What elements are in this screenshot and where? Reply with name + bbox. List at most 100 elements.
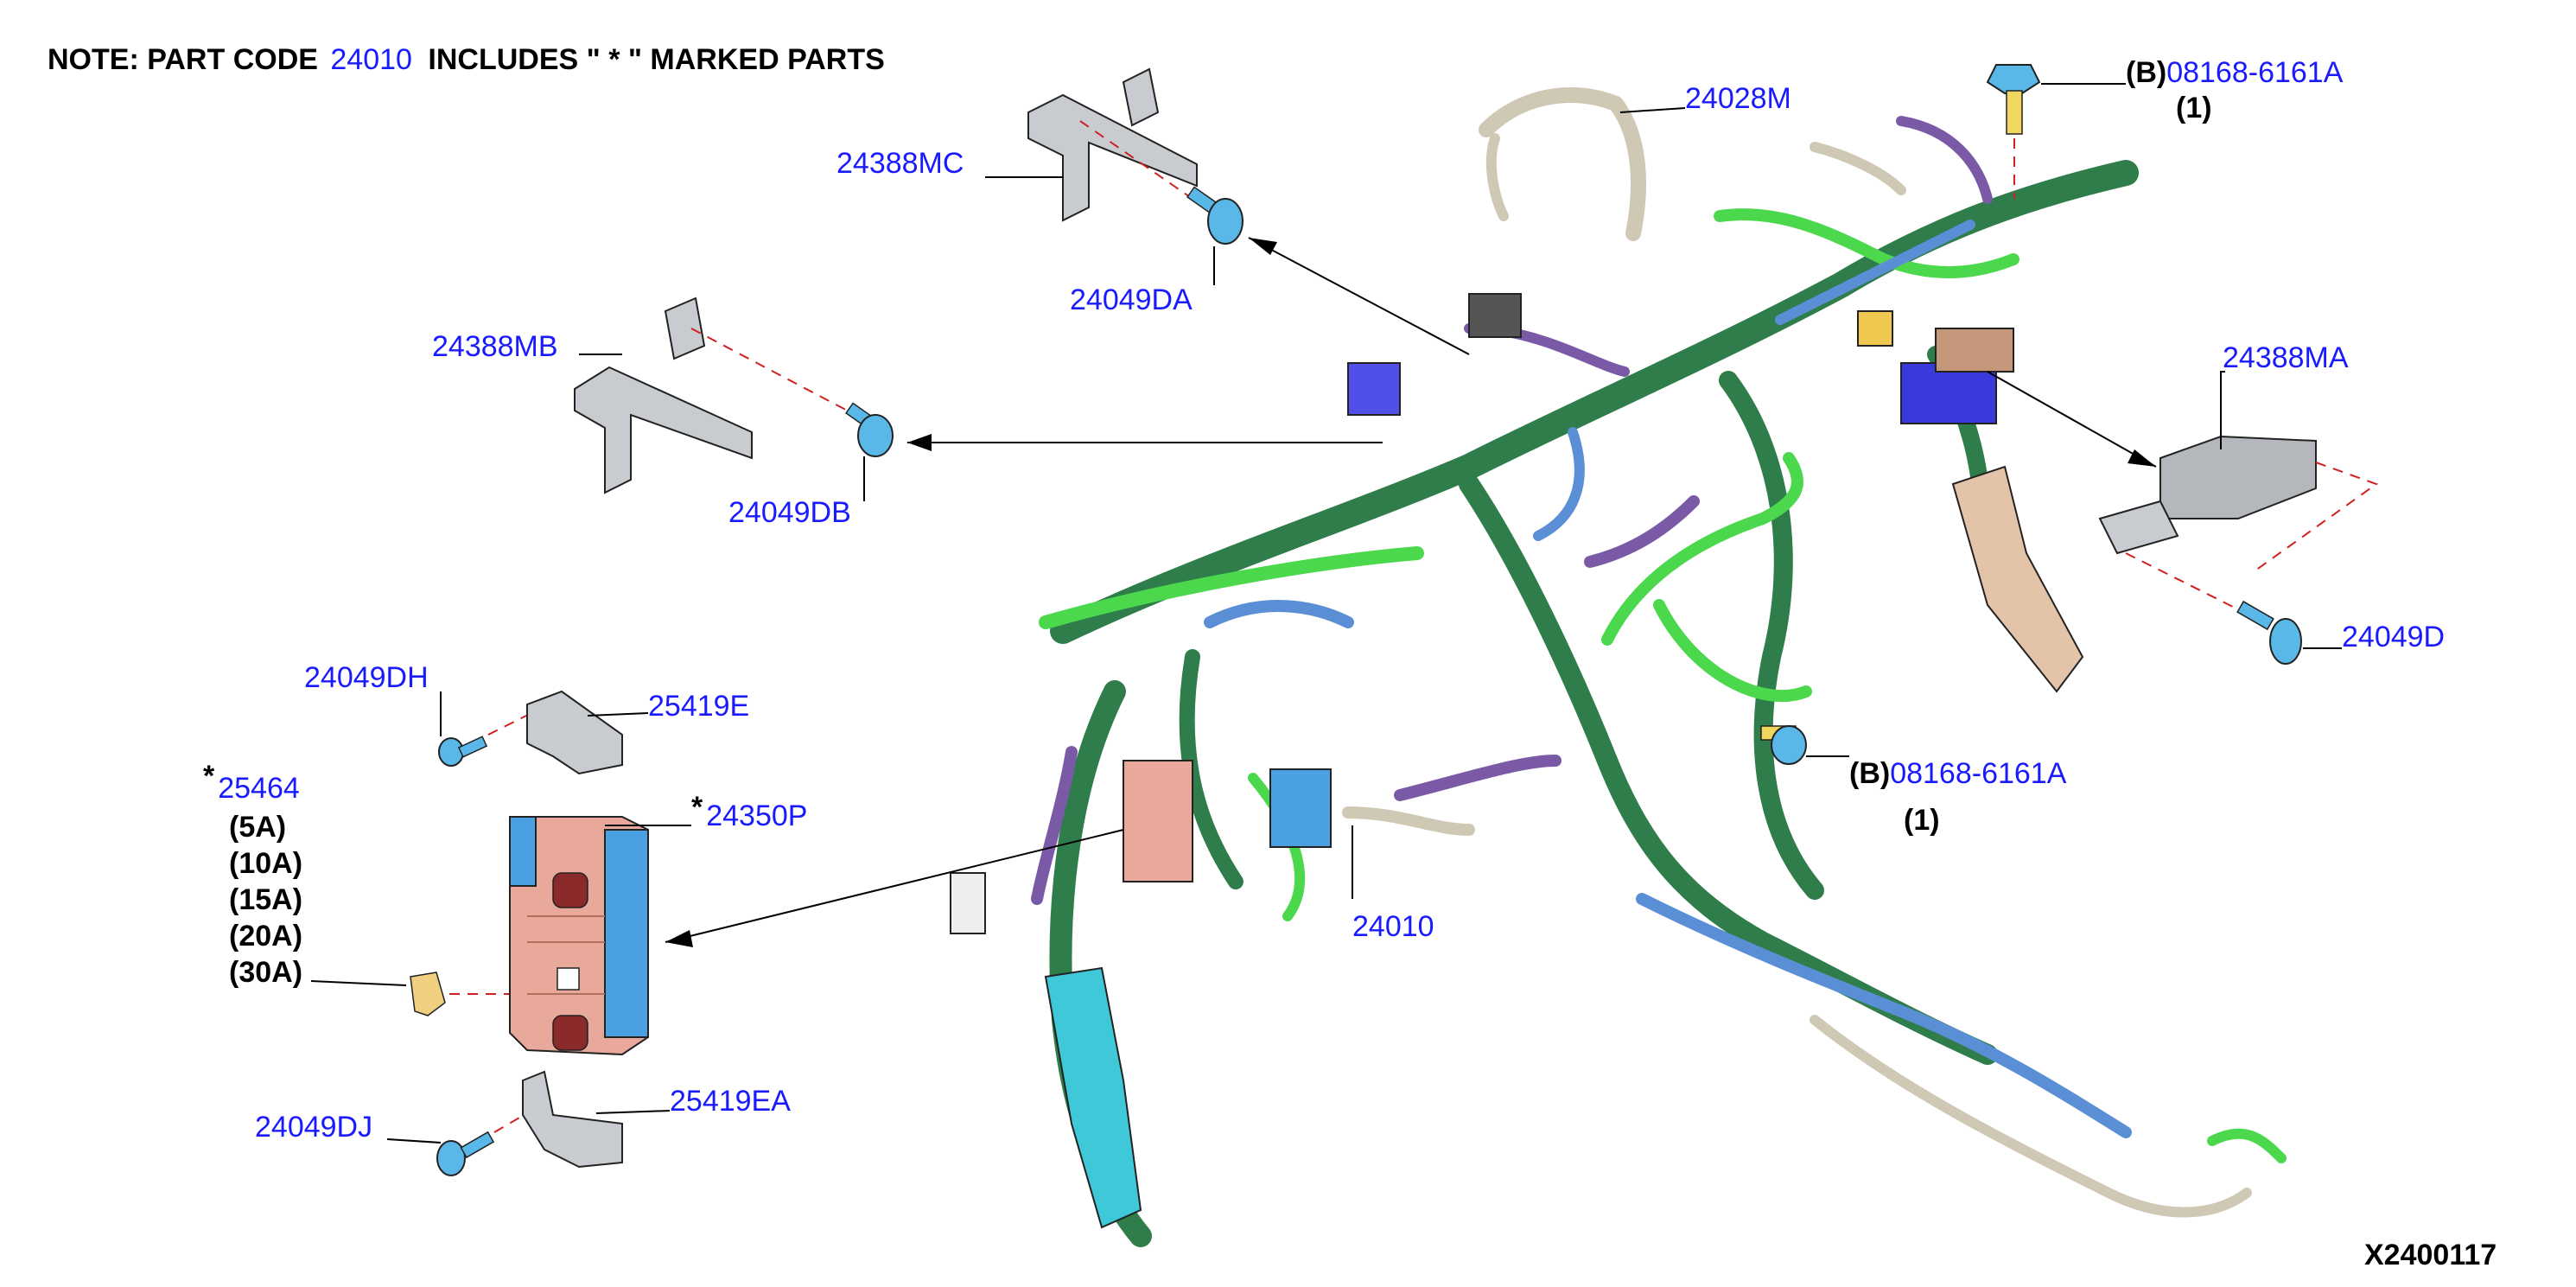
part-08168-6161A-top-link[interactable]: 08168-6161A: [2166, 56, 2344, 89]
purple-connector: [1347, 362, 1401, 416]
harness-tan-2: [1810, 1015, 2252, 1218]
note-suffix: INCLUDES " * " MARKED PARTS: [428, 43, 884, 76]
sub-harness-24028M: [1479, 87, 1686, 241]
harness-lg-top: [1714, 208, 2019, 278]
harness-purple-2: [1394, 755, 1562, 801]
fuse-rating-5a: (5A): [229, 811, 286, 844]
brown-module: [1935, 328, 2014, 373]
fuse-block-24350P-icon: [509, 816, 649, 1056]
white-connector: [950, 872, 986, 934]
arrow-24049DB-head: [907, 434, 932, 451]
harness-purple-1: [1584, 495, 1700, 568]
bracket-24388MA-body: [2159, 435, 2317, 519]
fuse-25464-icon: [410, 972, 446, 1016]
bolt-24049DH-icon: [438, 736, 488, 767]
bolt-08168-mid-icon: [1760, 725, 1807, 765]
leader-24388MA: [2220, 371, 2225, 449]
fuse-rating-list: (5A) (10A) (15A) (20A) (30A): [229, 811, 302, 989]
label-08168-mid: (B)08168-6161A: [1849, 757, 2067, 790]
dash-25419EA: [493, 1110, 532, 1133]
b-marker-mid: (B): [1849, 757, 1890, 790]
sub-harness-24028M-branch: [1485, 133, 1509, 221]
bolt-24049D-icon: [2236, 600, 2302, 665]
blue-junction-box: [1900, 362, 1997, 424]
harness-tan-3: [1810, 142, 1906, 195]
part-24388MB-link[interactable]: 24388MB: [432, 330, 558, 363]
harness-purple-5: [1031, 746, 1078, 905]
bracket-24388MA: [2098, 435, 2317, 555]
bolt-08168-top-icon: [1986, 64, 2041, 135]
bolt-24049DA-icon: [1186, 186, 1243, 245]
part-24049DA-link[interactable]: 24049DA: [1070, 284, 1193, 316]
dash-24388MA-right: [2255, 462, 2379, 571]
harness-tan-1: [1342, 806, 1475, 836]
main-wiring-harness: [950, 116, 2287, 1247]
leader-25419E: [587, 712, 649, 717]
dash-25419E: [487, 712, 532, 736]
harness-right-branch: [1719, 371, 1824, 900]
note-prefix: NOTE: PART CODE: [48, 43, 318, 76]
b-marker-top: (B): [2126, 56, 2166, 89]
label-08168-top: (B)08168-6161A: [2126, 56, 2344, 89]
part-24010-link[interactable]: 24010: [1352, 910, 1434, 943]
bracket-24388MC-body: [1027, 93, 1198, 222]
part-24388MC-link[interactable]: 24388MC: [836, 147, 964, 180]
harness-blue-2: [1636, 893, 2132, 1138]
part-25464-link[interactable]: 25464: [218, 772, 300, 805]
fuse-rating-20a: (20A): [229, 920, 302, 953]
bracket-25419E-icon: [526, 690, 623, 775]
leader-25419EA: [595, 1110, 671, 1114]
star-marker-25464: *: [203, 760, 215, 793]
diagram-id: X2400117: [2364, 1239, 2496, 1271]
harness-lg-mid: [1601, 452, 1803, 646]
part-24049DH-link[interactable]: 24049DH: [304, 661, 429, 694]
bracket-24388MB-tab: [664, 296, 706, 360]
part-08168-6161A-mid-link[interactable]: 08168-6161A: [1890, 757, 2067, 790]
fuse-rating-30a: (30A): [229, 956, 302, 989]
harness-lg-connector-loop: [1248, 773, 1305, 921]
arrow-24049DA-head: [1249, 238, 1277, 255]
bracket-24388MC-tab: [1122, 67, 1160, 127]
qty-08168-top: (1): [2176, 92, 2212, 124]
leader-25464: [310, 980, 407, 986]
arrow-24388MA: [1987, 371, 2157, 468]
bracket-24388MB-body: [574, 366, 753, 494]
bracket-24388MB: [574, 296, 753, 494]
harness-purple-4: [1896, 116, 1993, 204]
fuse-rating-10a: (10A): [229, 847, 302, 880]
bracket-24388MC: [1027, 67, 1198, 222]
note-part-code-link[interactable]: 24010: [330, 43, 412, 76]
arrow-24350P-head: [665, 930, 693, 947]
harness-blue-3: [1775, 220, 1975, 325]
black-relay-block: [1468, 293, 1522, 338]
part-24049DJ-link[interactable]: 24049DJ: [255, 1111, 372, 1144]
dash-24388MB: [690, 328, 856, 416]
dash-24388MC: [1079, 120, 1193, 200]
harness-blue-4: [1533, 427, 1585, 541]
part-25419E-link[interactable]: 25419E: [648, 690, 749, 723]
harness-fuse-feed: [1179, 649, 1243, 889]
part-24028M-link[interactable]: 24028M: [1685, 82, 1791, 115]
harness-blue-module: [1269, 768, 1332, 848]
harness-lg-upper: [1039, 546, 1424, 629]
arrow-24350P: [665, 829, 1124, 943]
qty-08168-mid: (1): [1904, 804, 1940, 837]
leader-24049DJ: [386, 1138, 442, 1144]
part-24049DB-link[interactable]: 24049DB: [728, 496, 851, 529]
part-25419EA-link[interactable]: 25419EA: [670, 1085, 791, 1118]
bracket-25419EA-icon: [522, 1070, 623, 1169]
star-marker-24350P: *: [691, 791, 703, 824]
part-24388MA-link[interactable]: 24388MA: [2223, 341, 2349, 374]
part-24350P-link[interactable]: 24350P: [706, 800, 807, 832]
arrow-24388MA-head: [2128, 449, 2156, 467]
label-25464: *25464: [203, 760, 300, 805]
harness-lg-tail: [2207, 1128, 2287, 1163]
mounted-fuse-block: [1123, 760, 1193, 882]
arrow-24049DA: [1248, 237, 1470, 355]
harness-blue-1: [1204, 600, 1354, 628]
tan-harness-cover: [1951, 465, 2084, 693]
part-24049D-link[interactable]: 24049D: [2342, 621, 2445, 653]
fuse-rating-15a: (15A): [229, 883, 302, 916]
